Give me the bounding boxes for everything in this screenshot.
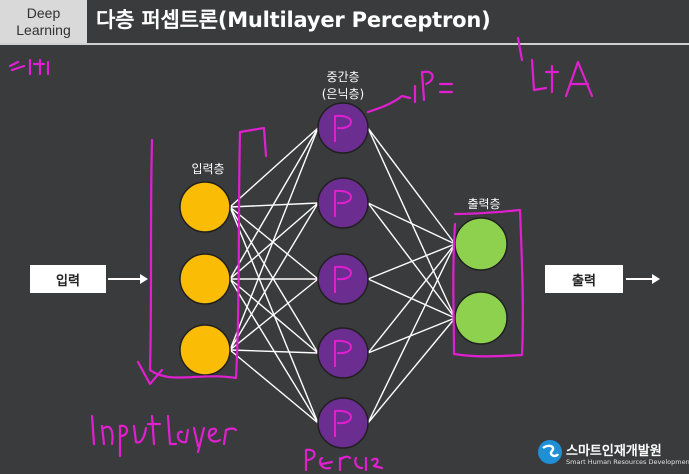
hidden-note-word xyxy=(304,448,384,472)
input-layer-bracket xyxy=(148,126,268,380)
output-node-1 xyxy=(454,217,508,271)
input-node-2 xyxy=(179,253,231,305)
input-bracket-tick xyxy=(136,360,164,386)
output-layer-label: 출력층 xyxy=(467,197,501,211)
brand-name: 스마트인재개발원 xyxy=(566,444,662,459)
section-tag: Deep Learning xyxy=(0,0,87,43)
edge-input-3-hidden-5 xyxy=(229,349,319,424)
hidden-node-p-mark-4 xyxy=(334,339,352,367)
hidden-layer-sublabel: (은닉층) xyxy=(321,87,365,101)
edge-hidden-4-output-2 xyxy=(367,317,456,354)
output-layer-box xyxy=(452,208,524,358)
handwritten-annotations xyxy=(8,36,594,472)
edge-hidden-2-output-2 xyxy=(367,202,456,319)
edge-input-2-hidden-4 xyxy=(229,278,319,354)
edge-input-2-hidden-1 xyxy=(229,127,319,280)
hidden-node-p-mark-1 xyxy=(334,114,352,142)
input-note-word2 xyxy=(166,414,238,454)
input-node-1 xyxy=(179,181,231,233)
output-node-2 xyxy=(454,291,508,345)
edge-input-3-hidden-1 xyxy=(229,127,319,351)
arrows xyxy=(108,274,660,284)
input-node-3 xyxy=(179,324,231,376)
output-box: 출력 xyxy=(545,265,623,293)
top-right-scribble xyxy=(516,36,594,98)
section-tag-line2: Learning xyxy=(16,21,71,38)
input-arrow-head xyxy=(140,274,148,284)
edge-hidden-4-output-1 xyxy=(367,243,456,354)
brand-logo: 스마트인재개발원 Smart Human Resources Developme… xyxy=(536,438,689,470)
slide-title: 다층 퍼셉트론(Multilayer Perceptron) xyxy=(96,8,491,32)
edge-input-1-hidden-2 xyxy=(229,202,319,208)
hidden-layer-label: 중간층 xyxy=(326,70,360,84)
input-box: 입력 xyxy=(30,265,106,293)
hidden-node-p-mark-3 xyxy=(334,265,352,293)
edge-hidden-5-output-1 xyxy=(367,243,456,424)
edge-input-1-hidden-1 xyxy=(229,127,319,208)
hidden-node-p-mark-5 xyxy=(334,409,352,437)
edge-hidden-3-output-1 xyxy=(367,243,456,280)
hidden-note-line xyxy=(366,94,412,114)
slide-header: Deep Learning 다층 퍼셉트론(Multilayer Percept… xyxy=(0,0,689,43)
brand-logo-icon xyxy=(538,440,562,464)
edge-input-3-hidden-2 xyxy=(229,202,319,351)
edge-input-3-hidden-4 xyxy=(229,349,319,354)
input-layer-label: 입력층 xyxy=(191,162,225,176)
hidden-node-p-mark-2 xyxy=(334,189,352,217)
edge-input-2-hidden-2 xyxy=(229,202,319,280)
input-note-word1 xyxy=(90,414,162,458)
edge-hidden-5-output-2 xyxy=(367,317,456,424)
neuron-nodes xyxy=(179,102,508,449)
header-divider xyxy=(0,43,689,45)
output-arrow-head xyxy=(652,274,660,284)
edge-input-3-hidden-3 xyxy=(229,278,319,351)
top-left-scribble xyxy=(8,58,50,76)
edge-hidden-2-output-1 xyxy=(367,202,456,245)
brand-subtitle: Smart Human Resources Development xyxy=(566,458,689,466)
edge-input-1-hidden-3 xyxy=(229,206,319,280)
edge-input-1-hidden-4 xyxy=(229,206,319,354)
edge-hidden-1-output-1 xyxy=(367,127,456,245)
section-tag-line1: Deep xyxy=(26,4,61,21)
hidden-note-mark xyxy=(413,70,454,104)
connection-lines xyxy=(229,127,456,424)
